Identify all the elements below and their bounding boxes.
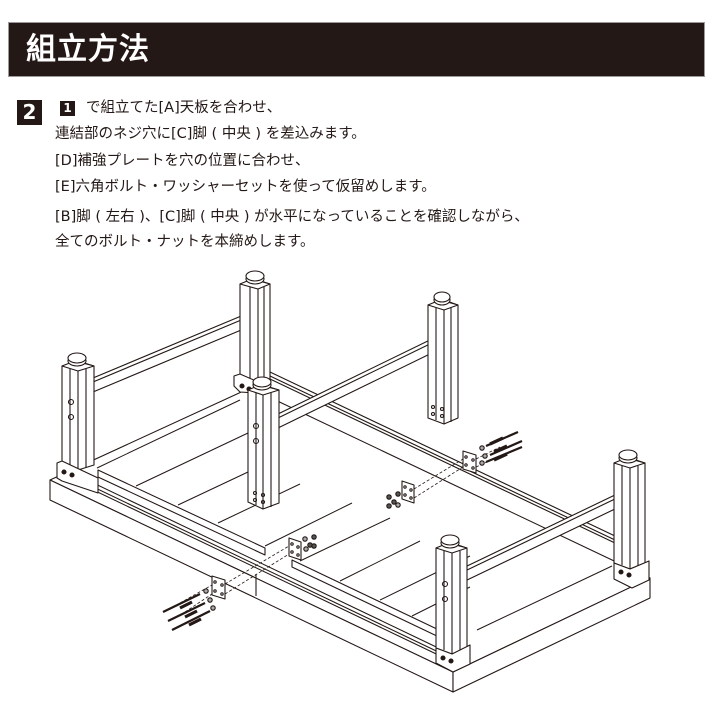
leg-right-end: [613, 449, 650, 589]
leg-front-left: [56, 352, 99, 494]
section-title: 組立方法: [26, 32, 150, 67]
instruction-line-6: 全てのボルト・ナットを本締めします。: [55, 234, 315, 250]
section-header: 組立方法: [8, 22, 705, 77]
leg-back-right: [427, 291, 459, 425]
instruction-line-4: [E]六角ボルト・ワッシャーセットを使って仮留めします。: [55, 179, 436, 195]
tabletop-slab: [49, 387, 651, 693]
leg-center: [247, 376, 280, 510]
reinforcement-plate-back-inner: [401, 480, 415, 504]
bolt-alignment-dashes: [179, 446, 501, 613]
leg-back-left: [233, 270, 271, 394]
hex-bolt-set-front: [162, 588, 216, 631]
reinforcement-plate-back-outer: [462, 450, 477, 474]
instruction-line-2: 連結部のネジ穴に[C]脚 ( 中央 ) を差込みます。: [55, 126, 366, 142]
assembly-illustration: [49, 270, 651, 693]
stretcher-left: [92, 313, 247, 393]
instruction-line-1: で組立てた[A]天板を合わせ、: [86, 100, 282, 116]
instruction-line-5: [B]脚 ( 左右 )、[C]脚 ( 中央 ) が水平になっていることを確認しな…: [55, 209, 529, 225]
reinforcement-plate-front-inner: [288, 537, 302, 561]
step-number-badge: 2: [17, 100, 42, 125]
leg-front-right: [435, 534, 471, 673]
reinforcement-plate-front-outer: [211, 575, 226, 600]
hex-bolt-set-back: [479, 430, 523, 466]
nut-set-back: [386, 491, 401, 509]
nut-set-front: [302, 534, 317, 552]
instruction-line-3: [D]補強プレートを穴の位置に合わせ、: [55, 153, 310, 169]
underside-panel-lines: [96, 399, 613, 631]
reference-step-badge: 1: [60, 101, 75, 116]
